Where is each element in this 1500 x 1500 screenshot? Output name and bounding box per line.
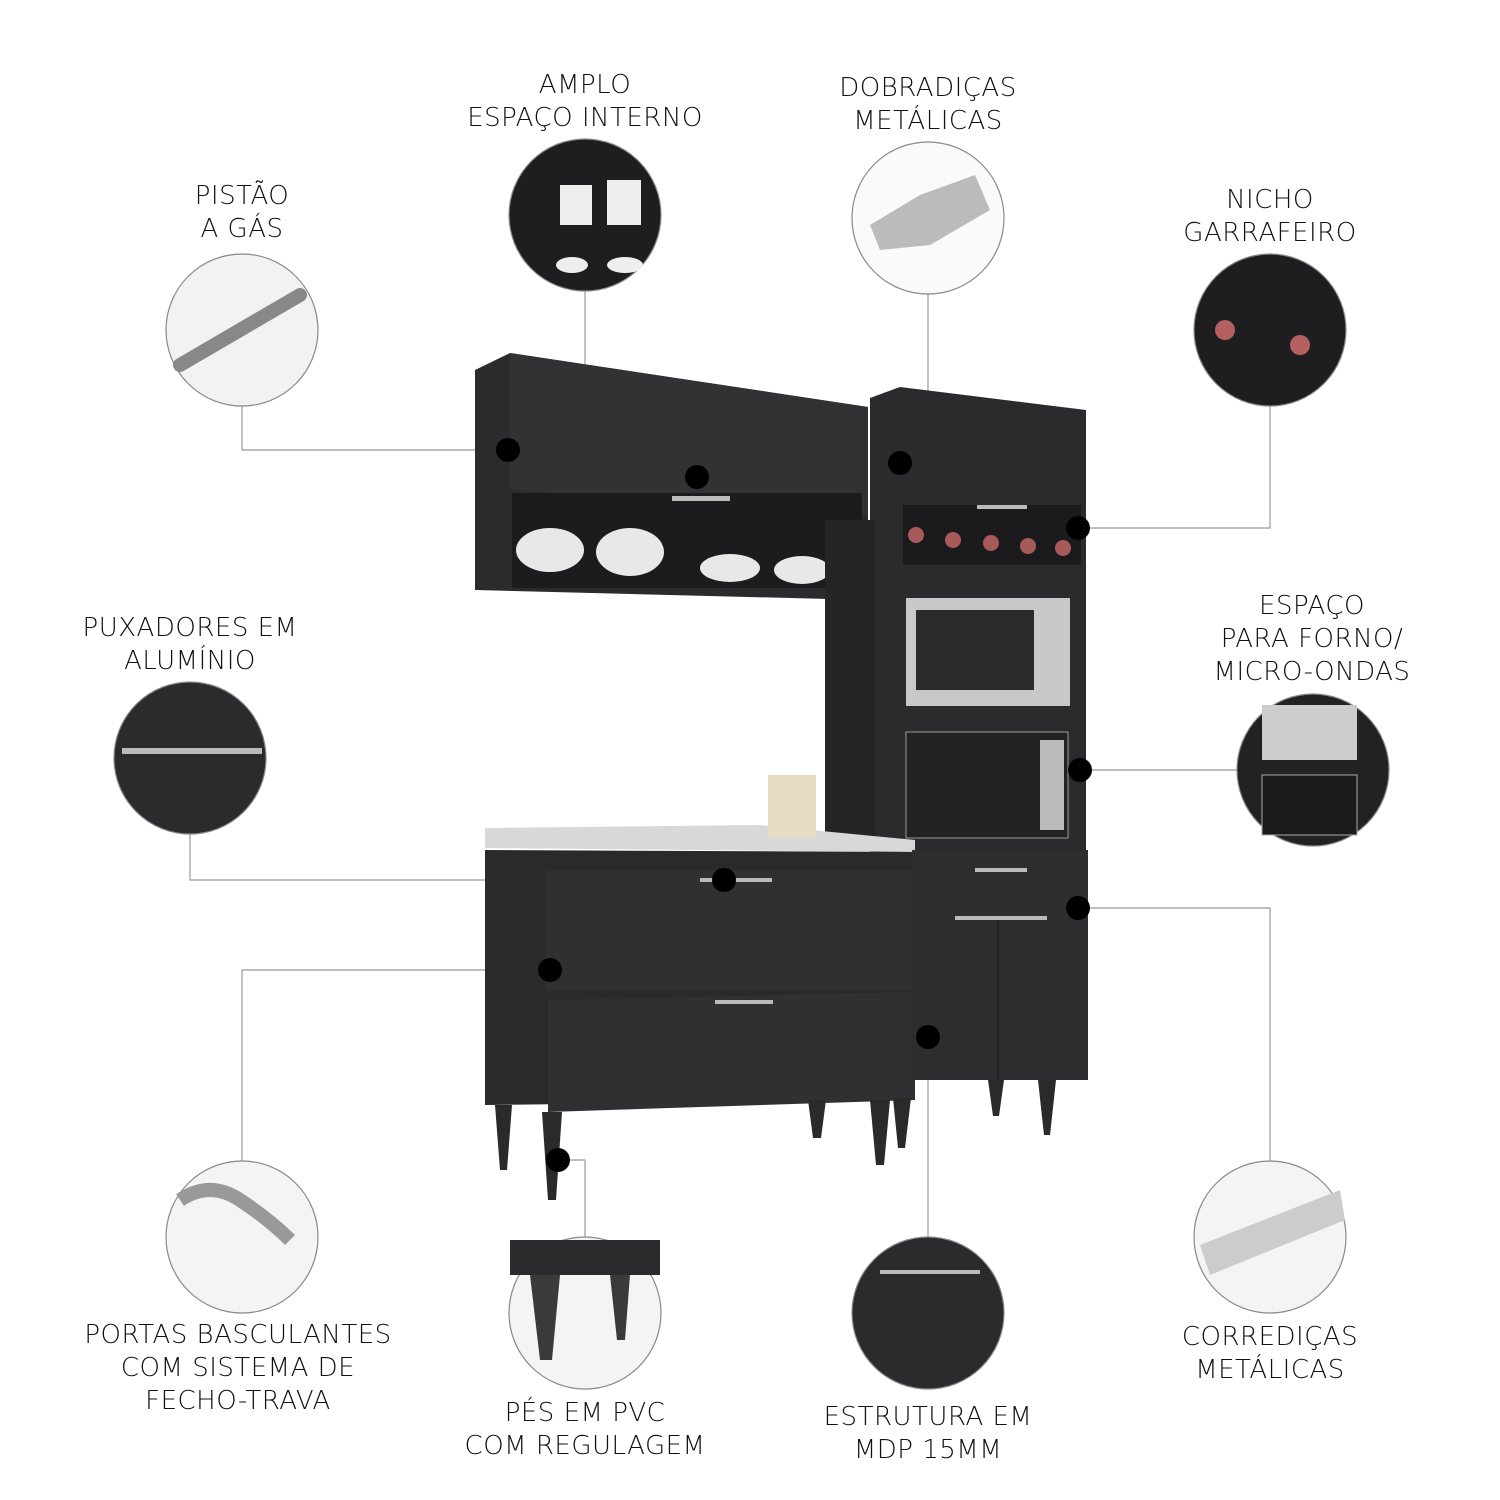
bottle-niche-detail (1193, 253, 1347, 407)
label-structure: ESTRUTURA EM MDP 15MM (824, 1401, 1033, 1467)
label-line: PUXADORES EM (82, 613, 298, 643)
label-feet: PÉS EM PVC COM REGULAGEM (465, 1397, 706, 1463)
label-handles: PUXADORES EM ALUMÍNIO (83, 612, 298, 678)
label-line: MICRO-ONDAS (1213, 657, 1411, 687)
label-tilt-doors: PORTAS BASCULANTES COM SISTEMA DE FECHO-… (84, 1319, 391, 1418)
label-line: ALUMÍNIO (124, 646, 256, 676)
label-line: COM REGULAGEM (464, 1431, 706, 1461)
label-line: ESTRUTURA EM (823, 1402, 1033, 1432)
label-line: DOBRADIÇAS (839, 73, 1017, 103)
label-hinges: DOBRADIÇAS METÁLICAS (839, 72, 1016, 138)
label-line: GARRAFEIRO (1183, 218, 1357, 248)
legs (495, 1080, 1056, 1200)
label-line: NICHO (1226, 185, 1314, 215)
label-line: PÉS EM PVC (504, 1398, 666, 1428)
label-line: ESPAÇO (1259, 591, 1365, 621)
label-line: PARA FORNO/ (1220, 624, 1404, 654)
label-line: FECHO-TRAVA (145, 1386, 331, 1416)
label-line: PORTAS BASCULANTES (84, 1320, 392, 1350)
label-line: MDP 15MM (853, 1435, 1003, 1465)
label-line: ESPAÇO INTERNO (467, 103, 703, 133)
kitchen-furniture (475, 353, 1088, 1200)
label-oven-space: ESPAÇO PARA FORNO/ MICRO-ONDAS (1214, 590, 1411, 689)
utensil-holder (768, 775, 816, 837)
label-line: A GÁS (200, 214, 284, 244)
label-line: METÁLICAS (1195, 1355, 1345, 1385)
label-line: AMPLO (538, 70, 632, 100)
handle-detail (113, 681, 267, 835)
label-interior-space: AMPLO ESPAÇO INTERNO (467, 69, 703, 135)
tilt-door-detail (165, 1160, 319, 1314)
label-slides: CORREDIÇAS METÁLICAS (1182, 1321, 1358, 1387)
label-gas-piston: PISTÃO A GÁS (195, 180, 290, 246)
wine-bottles (908, 527, 1071, 556)
callout-dots (496, 438, 1092, 1172)
detail-circles (113, 138, 1390, 1390)
label-line: COM SISTEMA DE (120, 1353, 356, 1383)
label-bottle-niche: NICHO GARRAFEIRO (1183, 184, 1356, 250)
plates (516, 528, 830, 584)
structure-detail (851, 1236, 1005, 1390)
handle (672, 496, 730, 501)
label-line: PISTÃO (194, 181, 290, 211)
label-line: METÁLICAS (853, 106, 1003, 136)
label-line: CORREDIÇAS (1181, 1322, 1359, 1352)
